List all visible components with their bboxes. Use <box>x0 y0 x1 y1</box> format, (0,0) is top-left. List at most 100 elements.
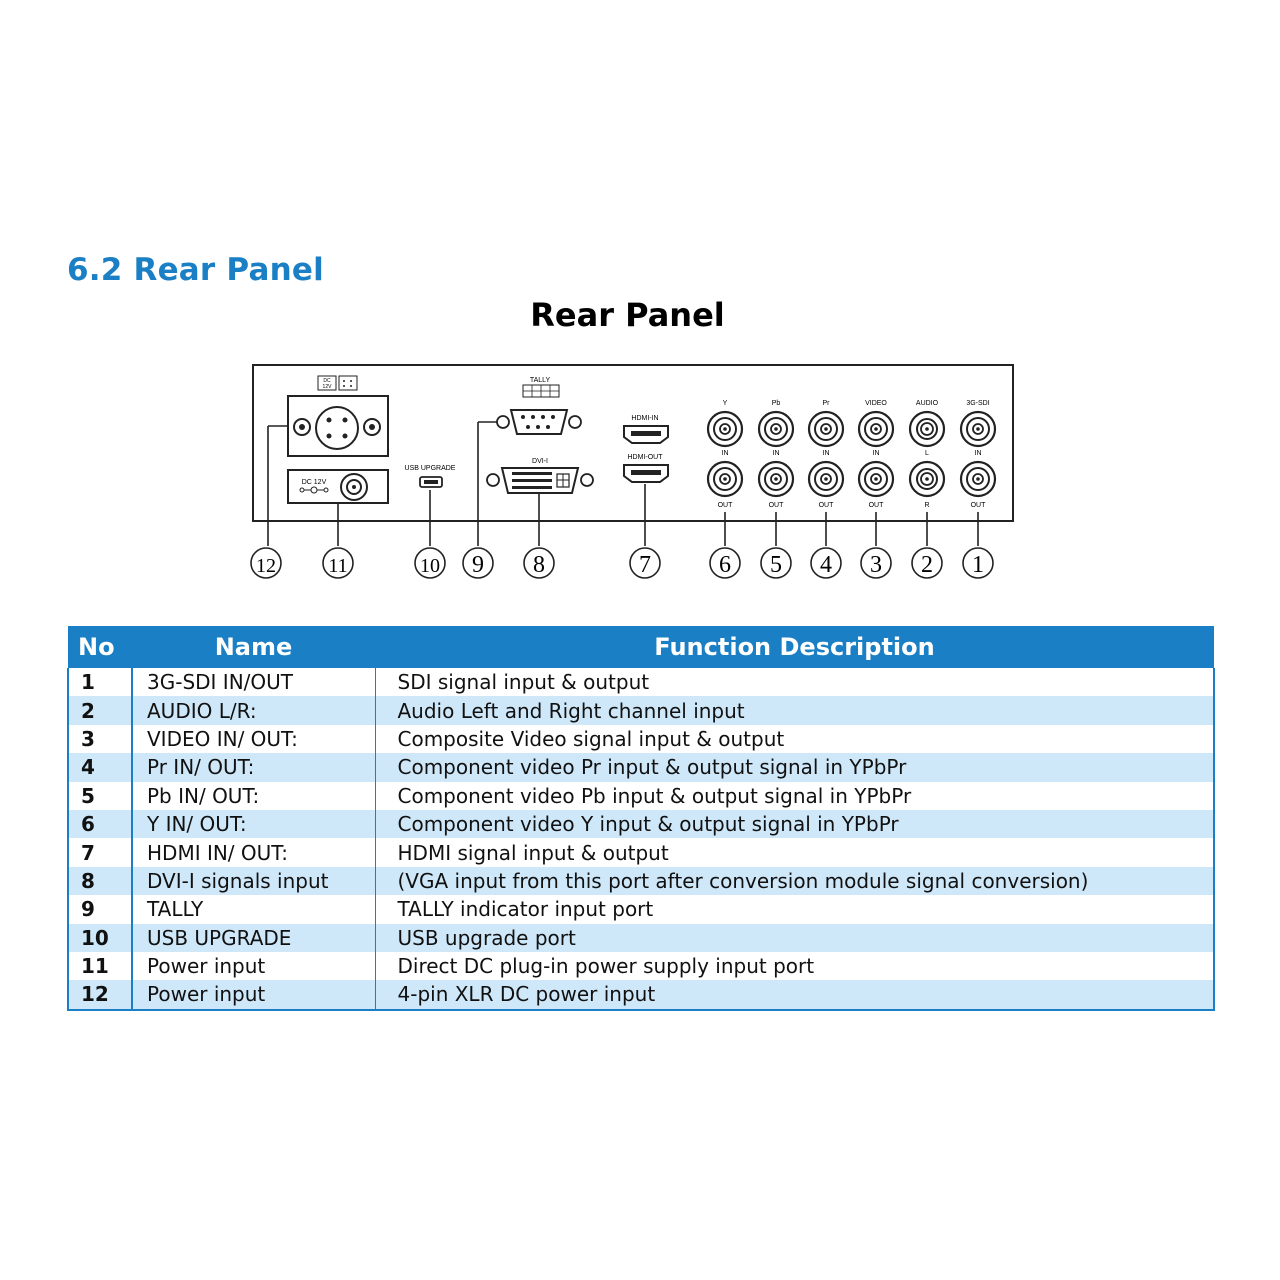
row-description: (VGA input from this port after conversi… <box>374 866 1214 896</box>
bnc-connector <box>807 460 845 498</box>
bnc-connector <box>959 410 997 448</box>
row-name: HDMI IN/ OUT: <box>131 838 375 867</box>
row-description: Audio Left and Right channel input <box>374 696 1214 725</box>
connector-pin <box>723 477 727 481</box>
connector-mid-label: IN <box>873 450 880 457</box>
row-name: USB UPGRADE <box>131 923 375 952</box>
connector-pin <box>925 477 929 481</box>
callout-circle <box>629 547 661 579</box>
connector-core <box>770 473 782 485</box>
callout-number: 5 <box>770 552 782 578</box>
connector-core <box>820 473 832 485</box>
row-number: 10 <box>68 923 132 952</box>
row-number: 3 <box>68 724 132 754</box>
section-heading: 6.2 Rear Panel <box>67 252 324 288</box>
hdmi-ports: HDMI-IN HDMI-OUT <box>623 415 669 483</box>
row-description: USB upgrade port <box>374 923 1214 952</box>
tally-label: TALLY <box>530 377 551 384</box>
connector-pin <box>824 427 828 431</box>
connector-top-label: Pr <box>823 400 831 407</box>
row-number: 8 <box>68 866 132 896</box>
callout-number: 1 <box>972 552 984 578</box>
row-name: 3G-SDI IN/OUT <box>131 668 375 697</box>
callout-number: 6 <box>719 552 731 578</box>
connector-ring <box>966 417 990 441</box>
connector-ring <box>814 417 838 441</box>
usb-label: USB UPGRADE <box>405 465 456 472</box>
connector-bottom-label: OUT <box>971 502 987 509</box>
connector-mid-label: L <box>925 450 929 457</box>
connector-ring <box>713 467 737 491</box>
connector-core <box>820 423 832 435</box>
row-number: 11 <box>68 951 132 981</box>
connector-core <box>972 423 984 435</box>
connector-pin <box>925 427 929 431</box>
callout-number: 12 <box>256 555 276 577</box>
bnc-connector <box>706 460 744 498</box>
row-number: 1 <box>68 668 132 697</box>
row-description: SDI signal input & output <box>374 668 1214 697</box>
bnc-connector <box>807 410 845 448</box>
xlr-badge-bottom: 12V <box>323 384 333 390</box>
connector-mid-label: IN <box>823 450 830 457</box>
callout-circle <box>709 547 741 579</box>
connector-pin <box>976 427 980 431</box>
connector-top-label: VIDEO <box>865 400 887 407</box>
connector-bottom-label: R <box>924 502 929 509</box>
connector-bottom-label: OUT <box>718 502 734 509</box>
callout-circle <box>250 547 282 579</box>
connector-mid-label: IN <box>975 450 982 457</box>
callout-circle <box>911 547 943 579</box>
connector-ring <box>764 417 788 441</box>
connector-core <box>770 423 782 435</box>
connector-core <box>719 473 731 485</box>
callout-number: 2 <box>921 552 933 578</box>
bnc-connector <box>706 410 744 448</box>
callout-circle <box>860 547 892 579</box>
connector-pin <box>976 477 980 481</box>
callout-number: 3 <box>870 552 882 578</box>
bnc-connector <box>757 410 795 448</box>
bnc-connector <box>959 460 997 498</box>
row-number: 7 <box>68 838 132 867</box>
connector-top-label: Pb <box>772 400 781 407</box>
callout-number: 7 <box>639 552 651 578</box>
dc-barrel-connector: DC 12V <box>287 469 389 504</box>
row-number: 9 <box>68 895 132 924</box>
row-name: Power input <box>131 951 375 981</box>
connector-top-label: AUDIO <box>916 400 939 407</box>
row-description: TALLY indicator input port <box>374 895 1214 924</box>
callout-number: 9 <box>472 552 484 578</box>
bnc-connector <box>857 460 895 498</box>
connector-pin <box>874 477 878 481</box>
dvi-label: DVI-I <box>532 458 548 465</box>
bnc-connector <box>757 460 795 498</box>
xlr-power-connector: DC 12V <box>287 375 389 457</box>
callout-circle <box>760 547 792 579</box>
bnc-connector <box>857 410 895 448</box>
header-description: Function Description <box>375 626 1214 668</box>
rca-connector <box>908 410 946 448</box>
connector-ring <box>814 467 838 491</box>
header-no: No <box>68 626 132 668</box>
callout-circle <box>322 547 354 579</box>
connector-bottom-label: OUT <box>769 502 785 509</box>
row-description: HDMI signal input & output <box>374 838 1214 867</box>
hdmi-in-label: HDMI-IN <box>631 415 658 422</box>
rca-connector <box>908 460 946 498</box>
callout-circle <box>523 547 555 579</box>
row-name: TALLY <box>131 895 375 924</box>
connector-ring <box>864 467 888 491</box>
callout-circle <box>962 547 994 579</box>
row-description: 4-pin XLR DC power input <box>374 980 1214 1010</box>
connector-core <box>870 423 882 435</box>
connector-pin <box>774 427 778 431</box>
